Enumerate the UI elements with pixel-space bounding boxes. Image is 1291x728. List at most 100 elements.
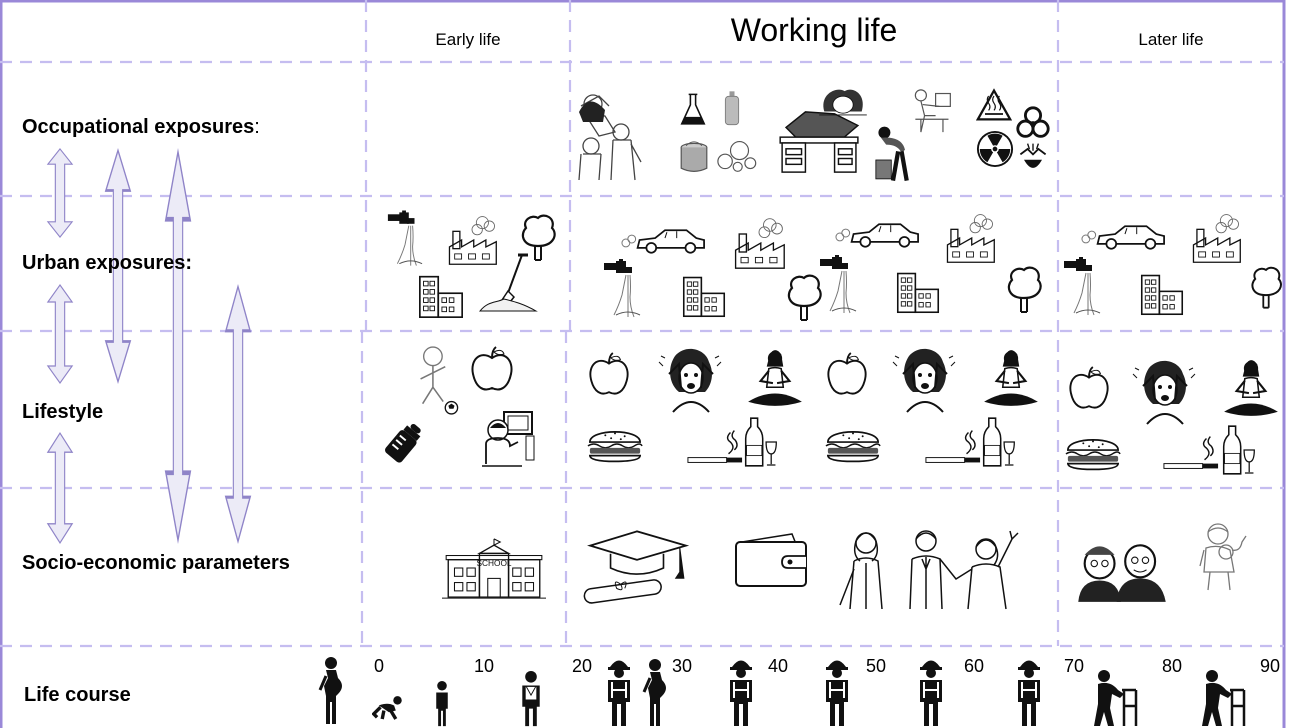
car-icon: [1081, 225, 1165, 250]
molecules-icon: [717, 141, 757, 172]
double-arrow-icon: [224, 285, 252, 543]
office-worker-icon: [914, 89, 951, 133]
apple-icon: [827, 352, 867, 395]
header-early-life: Early life: [435, 30, 501, 49]
baby-bottle-icon: [383, 420, 426, 465]
cigarette-icon: [1163, 435, 1219, 470]
tree-icon: [521, 214, 556, 262]
pregnant-woman-icon: [642, 658, 668, 728]
row-label-urban: Urban exposures:: [22, 252, 193, 274]
burger-icon: [825, 431, 881, 463]
urban-icons: [387, 210, 1283, 322]
apple-icon: [589, 352, 629, 395]
double-arrow-icon: [47, 284, 73, 384]
water-tap-icon: [819, 254, 857, 314]
factory-icon: [734, 217, 785, 269]
flask-icon: [680, 93, 706, 125]
row-label-life-course: Life course: [24, 684, 131, 706]
elderly-couple-icon: [1077, 544, 1167, 603]
row-label-lifestyle: Lifestyle: [22, 401, 104, 423]
age-label: 40: [768, 656, 789, 676]
meditation-icon: [746, 348, 804, 408]
hot-surface-warning-icon: [976, 89, 1012, 121]
factory-icon: [1192, 213, 1242, 264]
walker-elderly-icon: [1092, 668, 1138, 728]
burger-icon: [587, 431, 643, 463]
age-label: 80: [1162, 656, 1183, 676]
car-icon: [835, 223, 919, 248]
graduation-cap-icon: [582, 530, 687, 605]
meditation-icon: [982, 348, 1040, 408]
cigarette-icon: [925, 429, 981, 464]
school-icon: [442, 538, 546, 599]
tree-icon: [787, 274, 822, 322]
socio-economic-icons: [442, 523, 1247, 610]
stressed-person-icon: [1131, 359, 1197, 426]
apple-icon: [471, 346, 513, 391]
buildings-icon: [418, 275, 464, 319]
cigarette-icon: [687, 429, 743, 464]
meditation-icon: [1222, 358, 1280, 418]
water-tap-icon: [387, 210, 423, 267]
buildings-icon: [682, 276, 726, 318]
age-label: 0: [374, 656, 385, 676]
construction-worker-icon: [729, 659, 753, 727]
age-label: 70: [1064, 656, 1085, 676]
water-tap-icon: [603, 258, 641, 318]
double-arrow-icon: [47, 148, 73, 238]
double-arrow-icon: [166, 152, 190, 540]
radiation-icon: [976, 130, 1014, 168]
header-working-life: Working life: [730, 12, 898, 48]
relationship-arrows: [47, 148, 252, 544]
factory-icon: [448, 215, 498, 266]
wine-icon: [1222, 425, 1256, 475]
tree-icon: [1007, 266, 1042, 314]
schoolchild-icon: [521, 670, 541, 727]
biohazard-icon: [1016, 106, 1050, 138]
factory-icon: [946, 213, 996, 264]
occupational-icons: [578, 89, 1050, 181]
water-tap-icon: [1063, 256, 1101, 316]
shovel-icon: [478, 253, 538, 313]
header-later-life: Later life: [1138, 30, 1204, 49]
apple-icon: [1069, 366, 1109, 409]
stressed-person-icon: [891, 347, 957, 414]
stressed-person-icon: [657, 347, 723, 414]
buildings-icon: [1140, 274, 1184, 316]
age-label: 50: [866, 656, 887, 676]
spray-can-icon: [724, 90, 740, 126]
tree-icon: [1251, 266, 1283, 309]
age-label: 60: [964, 656, 985, 676]
construction-worker-icon: [825, 659, 849, 727]
burger-icon: [1065, 439, 1121, 471]
child-icon: [436, 680, 448, 727]
car-icon: [621, 229, 705, 254]
age-label: 10: [474, 656, 495, 676]
crawling-baby-icon: [372, 694, 404, 721]
lifting-worker-icon: [876, 127, 907, 181]
wallet-icon: [734, 532, 808, 588]
walker-elderly-icon: [1200, 668, 1246, 728]
child-football-icon: [419, 346, 459, 415]
wine-icon: [744, 417, 778, 467]
cluttered-desk-icon: [779, 111, 859, 173]
age-label: 30: [672, 656, 693, 676]
group-of-people-icon: [839, 530, 1019, 610]
stressed-worker-icon: [818, 89, 868, 116]
row-label-occupational: Occupational exposures:: [22, 116, 260, 138]
construction-worker-icon: [1017, 659, 1041, 727]
buildings-icon: [896, 272, 940, 314]
age-label: 20: [572, 656, 593, 676]
age-label: 90: [1260, 656, 1281, 676]
construction-worker-icon: [919, 659, 943, 727]
pregnant-woman-icon: [318, 656, 344, 726]
grandparent-child-icon: [1199, 523, 1247, 591]
construction-worker-icon: [607, 659, 631, 727]
lifestyle-icons: [383, 346, 1280, 475]
chemical-hazard-icon: [1019, 142, 1047, 169]
row-label-socio-economic: Socio-economic parameters: [22, 552, 290, 574]
child-computer-icon: [481, 411, 535, 467]
paint-can-icon: [680, 141, 708, 173]
